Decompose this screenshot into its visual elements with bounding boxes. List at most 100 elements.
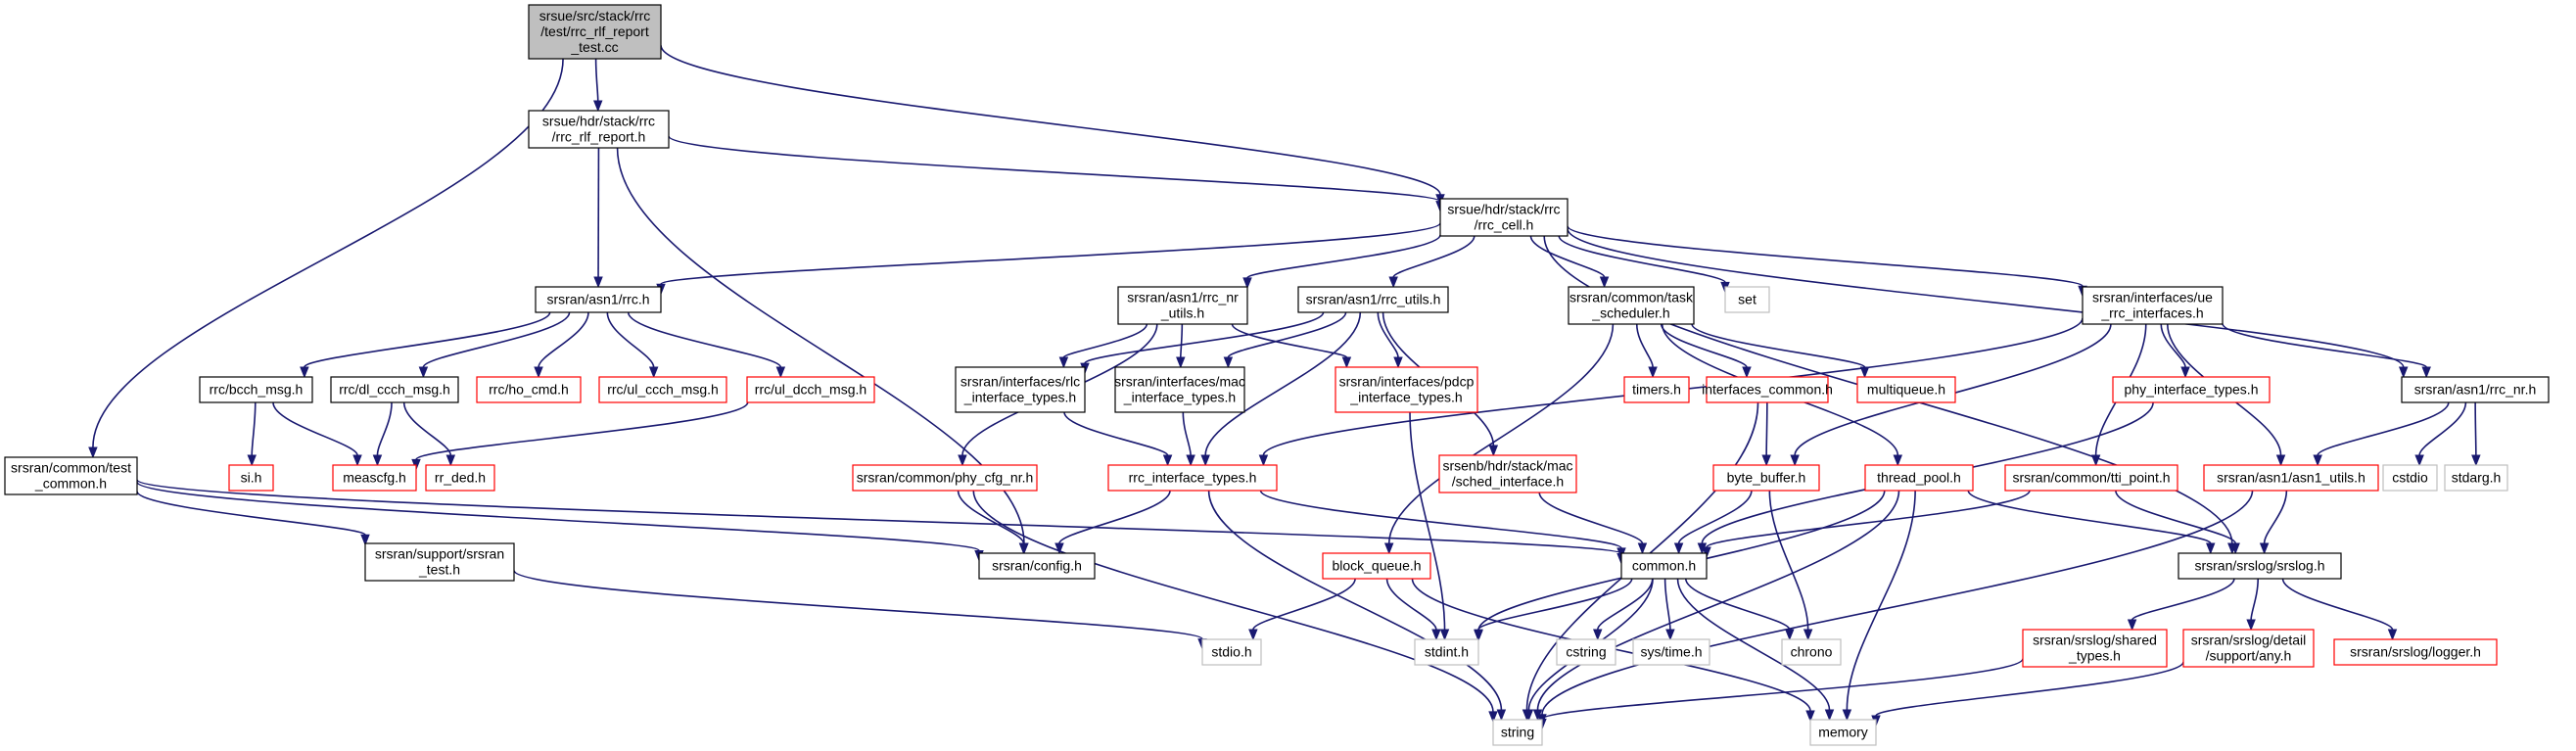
edge-rrc-nr-utils-h-to-rlc-interface-types-h: [1058, 323, 1148, 369]
edge-test-common-h-to-common-h: [136, 479, 1626, 565]
node-box: [2401, 376, 2550, 403]
node-dl-ccch-msg-h[interactable]: rrc/dl_ccch_msg.h: [330, 376, 459, 403]
node-label: _interface_types.h: [963, 390, 1076, 405]
node-rrc-cell-h[interactable]: srsue/hdr/stack/rrc/rrc_cell.h: [1439, 198, 1569, 237]
node-rrc-interface-types-h[interactable]: rrc_interface_types.h: [1107, 464, 1278, 492]
edge-ue-rrc-interfaces-h-to-rrc-nr-h: [2222, 323, 2431, 379]
node-test-common-h[interactable]: srsran/common/test_common.h: [4, 456, 138, 495]
node-timers-h[interactable]: timers.h: [1623, 376, 1690, 403]
node-label: _utils.h: [1160, 305, 1204, 321]
node-phy-interface-types-h[interactable]: phy_interface_types.h: [2112, 376, 2271, 403]
node-label: /rrc_cell.h: [1475, 217, 1534, 233]
edge-rrc-cell-h-to-task-scheduler-h: [1529, 235, 1610, 289]
node-label: set: [1738, 292, 1756, 307]
edge-test-common-h-to-config-h: [136, 481, 984, 562]
node-block-queue-h[interactable]: block_queue.h: [1322, 552, 1431, 580]
node-box: [2382, 464, 2438, 492]
edge-block-queue-h-to-stdio-h: [1248, 578, 1356, 641]
node-memory[interactable]: memory: [1809, 719, 1877, 746]
node-box: [955, 366, 1086, 413]
node-box: [1712, 464, 1820, 492]
node-box: [528, 4, 662, 60]
node-task-scheduler-h[interactable]: srsran/common/task_scheduler.h: [1568, 286, 1695, 325]
node-box: [1809, 719, 1877, 746]
node-box: [1623, 376, 1690, 403]
node-chrono[interactable]: chrono: [1781, 638, 1842, 666]
node-ho-cmd-h[interactable]: rrc/ho_cmd.h: [476, 376, 582, 403]
node-tti-point-h[interactable]: srsran/common/tti_point.h: [2004, 464, 2178, 492]
node-ul-ccch-msg-h[interactable]: rrc/ul_ccch_msg.h: [598, 376, 727, 403]
node-cstdio[interactable]: cstdio: [2382, 464, 2438, 492]
edge-asn1-rrc-h-to-bcch-msg-h: [300, 311, 551, 379]
node-label: srsran/srslog/shared: [2033, 633, 2157, 648]
node-rrc-rlf-report-h[interactable]: srsue/hdr/stack/rrc/rrc_rlf_report.h: [528, 110, 670, 149]
node-string[interactable]: string: [1492, 719, 1543, 746]
node-box: [1568, 286, 1695, 325]
edge-asn1-utils-h-to-string: [1537, 490, 2254, 727]
node-box: [1620, 552, 1708, 580]
node-rrc-nr-utils-h[interactable]: srsran/asn1/rrc_nr_utils.h: [1117, 286, 1248, 325]
node-multiqueue-h[interactable]: multiqueue.h: [1856, 376, 1956, 403]
node-meascfg-h[interactable]: meascfg.h: [332, 464, 417, 492]
node-ul-dcch-msg-h[interactable]: rrc/ul_dcch_msg.h: [746, 376, 875, 403]
node-label: cstring: [1566, 644, 1606, 660]
node-box: [1107, 464, 1278, 492]
node-logger-h[interactable]: srsran/srslog/logger.h: [2333, 638, 2498, 666]
node-config-h[interactable]: srsran/config.h: [978, 552, 1096, 580]
edge-asn1-utils-h-to-srslog-h: [2259, 490, 2288, 555]
node-layer: srsue/src/stack/rrc/test/rrc_rlf_report_…: [4, 4, 2550, 746]
edge-tti-point-h-to-srslog-h: [2115, 490, 2240, 555]
node-interfaces-common-h[interactable]: interfaces_common.h: [1702, 376, 1833, 403]
node-label: _common.h: [34, 476, 107, 492]
node-sys-time-h[interactable]: sys/time.h: [1632, 638, 1710, 666]
node-label: rrc/ul_dcch_msg.h: [755, 382, 866, 398]
node-mac-interface-types-h[interactable]: srsran/interfaces/mac_interface_types.h: [1114, 366, 1245, 413]
node-stdarg-h[interactable]: stdarg.h: [2444, 464, 2508, 492]
node-rr-ded-h[interactable]: rr_ded.h: [425, 464, 495, 492]
node-phy-cfg-nr-h[interactable]: srsran/common/phy_cfg_nr.h: [852, 464, 1038, 492]
node-thread-pool-h[interactable]: thread_pool.h: [1864, 464, 1974, 492]
node-byte-buffer-h[interactable]: byte_buffer.h: [1712, 464, 1820, 492]
node-asn1-utils-h[interactable]: srsran/asn1/asn1_utils.h: [2203, 464, 2379, 492]
node-asn1-rrc-h[interactable]: srsran/asn1/rrc.h: [535, 286, 662, 313]
node-si-h[interactable]: si.h: [228, 464, 274, 492]
node-stdint-h[interactable]: stdint.h: [1414, 638, 1479, 666]
node-sched-interface-h[interactable]: srsenb/hdr/stack/mac/sched_interface.h: [1438, 454, 1577, 493]
edge-ul-dcch-msg-h-to-meascfg-h: [411, 401, 749, 471]
edge-rrc-nr-h-to-asn1-utils-h: [2313, 401, 2450, 467]
node-rrc-nr-h[interactable]: srsran/asn1/rrc_nr.h: [2401, 376, 2550, 403]
edge-bcch-msg-h-to-meascfg-h: [272, 401, 362, 467]
node-label: stdio.h: [1211, 644, 1251, 660]
edge-rrc-cell-h-to-asn1-rrc-h: [656, 222, 1441, 296]
edge-common-h-to-memory: [1676, 578, 1835, 722]
edge-test-common-h-to-srsran-test-h: [136, 491, 370, 546]
edge-pdcp-interface-types-h-to-stdint-h: [1409, 411, 1450, 641]
edge-rrc-nr-h-to-stdarg-h: [2471, 401, 2481, 467]
node-label: _test.cc: [570, 39, 618, 55]
node-bcch-msg-h[interactable]: rrc/bcch_msg.h: [199, 376, 313, 403]
node-box: [852, 464, 1038, 492]
node-shared-types-h[interactable]: srsran/srslog/shared_types.h: [2022, 629, 2168, 668]
node-stdio-h[interactable]: stdio.h: [1201, 638, 1262, 666]
node-common-h[interactable]: common.h: [1620, 552, 1708, 580]
node-pdcp-interface-types-h[interactable]: srsran/interfaces/pdcp_interface_types.h: [1335, 366, 1478, 413]
edge-rrc-cell-h-to-rrc-nr-utils-h: [1242, 234, 1441, 290]
node-rrc-utils-h[interactable]: srsran/asn1/rrc_utils.h: [1297, 286, 1449, 313]
node-detail-any-h[interactable]: srsran/srslog/detail/support/any.h: [2182, 629, 2315, 668]
node-srslog-h[interactable]: srsran/srslog/srslog.h: [2178, 552, 2342, 580]
node-label: /support/any.h: [2206, 648, 2292, 664]
node-label: srsran/interfaces/rlc: [960, 374, 1080, 390]
node-box: [2182, 629, 2315, 668]
node-set[interactable]: set: [1724, 286, 1770, 313]
node-ue-rrc-interfaces-h[interactable]: srsran/interfaces/ue_rrc_interfaces.h: [2082, 286, 2224, 325]
node-box: [1706, 376, 1829, 403]
node-box: [2082, 286, 2224, 325]
edge-rrc-utils-h-to-rrc-interface-types-h: [1200, 311, 1362, 467]
node-rlc-interface-types-h[interactable]: srsran/interfaces/rlc_interface_types.h: [955, 366, 1086, 413]
node-cstring[interactable]: cstring: [1556, 638, 1616, 666]
node-srsran-test-h[interactable]: srsran/support/srsran_test.h: [364, 542, 515, 582]
node-box: [1439, 198, 1569, 237]
edge-rrc-cell-h-to-rrc-nr-h: [1567, 228, 2409, 379]
node-box: [746, 376, 875, 403]
node-root[interactable]: srsue/src/stack/rrc/test/rrc_rlf_report_…: [528, 4, 662, 60]
